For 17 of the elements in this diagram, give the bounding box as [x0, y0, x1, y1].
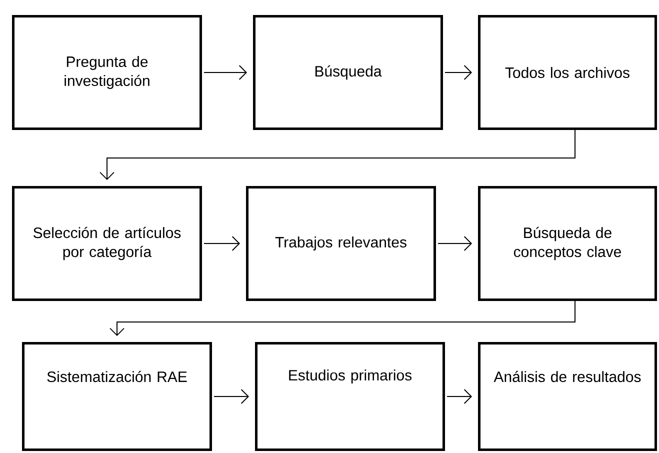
process-box: Búsqueda de conceptos clave — [478, 186, 657, 301]
process-box: Búsqueda — [253, 15, 443, 130]
process-box: Análisis de resultados — [478, 342, 657, 451]
process-box: Trabajos relevantes — [246, 186, 436, 301]
arrow — [446, 389, 472, 404]
arrow — [438, 236, 472, 251]
arrow — [110, 300, 576, 336]
process-box: Selección de artículos por categoría — [12, 186, 202, 301]
arrow — [214, 389, 249, 404]
process-box: Todos los archivos — [478, 15, 657, 130]
arrow — [100, 130, 576, 180]
process-box: Pregunta de investigación — [12, 15, 202, 130]
process-box: Estudios primarios — [255, 342, 445, 451]
arrow — [204, 65, 247, 80]
process-box: Sistematización RAE — [22, 342, 212, 451]
arrow — [444, 65, 472, 80]
arrow — [204, 236, 240, 251]
